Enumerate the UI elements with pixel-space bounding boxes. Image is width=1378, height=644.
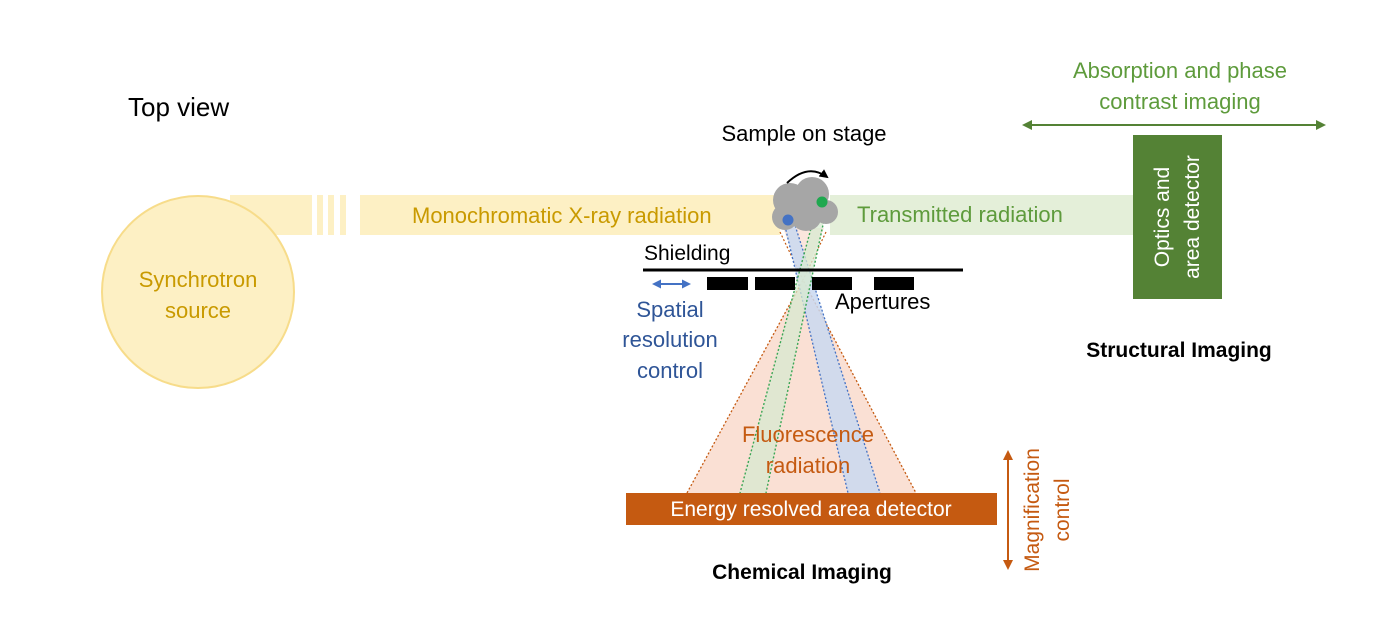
structural-imaging-label: Structural Imaging	[1086, 339, 1272, 362]
optics-label-1: Optics and	[1151, 167, 1174, 267]
magnification-label-1: Magnification	[1021, 448, 1044, 572]
spatial-label-3: control	[637, 358, 703, 383]
absorption-label-1: Absorption and phase	[1073, 58, 1287, 83]
transmitted-beam-label: Transmitted radiation	[857, 202, 1063, 227]
blue-ray-edge-1	[783, 221, 849, 494]
fluorescence-label-1: Fluorescence	[742, 422, 874, 447]
rotation-arrow-icon	[786, 169, 829, 184]
optics-label-2: area detector	[1181, 155, 1204, 279]
synchrotron-source-label-2: source	[165, 298, 231, 323]
incident-beam	[230, 195, 780, 235]
shielding-label: Shielding	[644, 242, 730, 265]
green-ray-edge-1	[739, 205, 818, 494]
sample-label: Sample on stage	[721, 121, 886, 146]
sample-blob	[772, 177, 838, 231]
fluorescence-label-2: radiation	[766, 453, 850, 478]
sample-point-blue	[782, 214, 794, 226]
incident-beam-label: Monochromatic X-ray radiation	[412, 203, 712, 228]
magnification-label-2: control	[1051, 478, 1074, 541]
energy-detector-bar	[626, 493, 997, 525]
spatial-label-1: Spatial	[636, 297, 703, 322]
green-ray-band	[740, 206, 827, 493]
chemical-imaging-label: Chemical Imaging	[712, 561, 892, 584]
spatial-label-2: resolution	[622, 327, 717, 352]
view-title: Top view	[128, 92, 229, 122]
fluorescence-cone-edges	[686, 278, 917, 494]
apertures	[707, 277, 914, 290]
apertures-label: Apertures	[835, 289, 930, 314]
sample-point-green	[816, 196, 828, 208]
absorption-label-2: contrast imaging	[1099, 89, 1260, 114]
green-ray-edge-2	[765, 205, 828, 494]
optics-detector-box	[1133, 135, 1222, 299]
transmitted-beam	[830, 195, 1135, 235]
synchrotron-source-label-1: Synchrotron	[139, 267, 258, 292]
synchrotron-source-circle	[101, 195, 295, 389]
blue-ray-edge-2	[793, 221, 881, 494]
energy-detector-label: Energy resolved area detector	[670, 498, 951, 521]
